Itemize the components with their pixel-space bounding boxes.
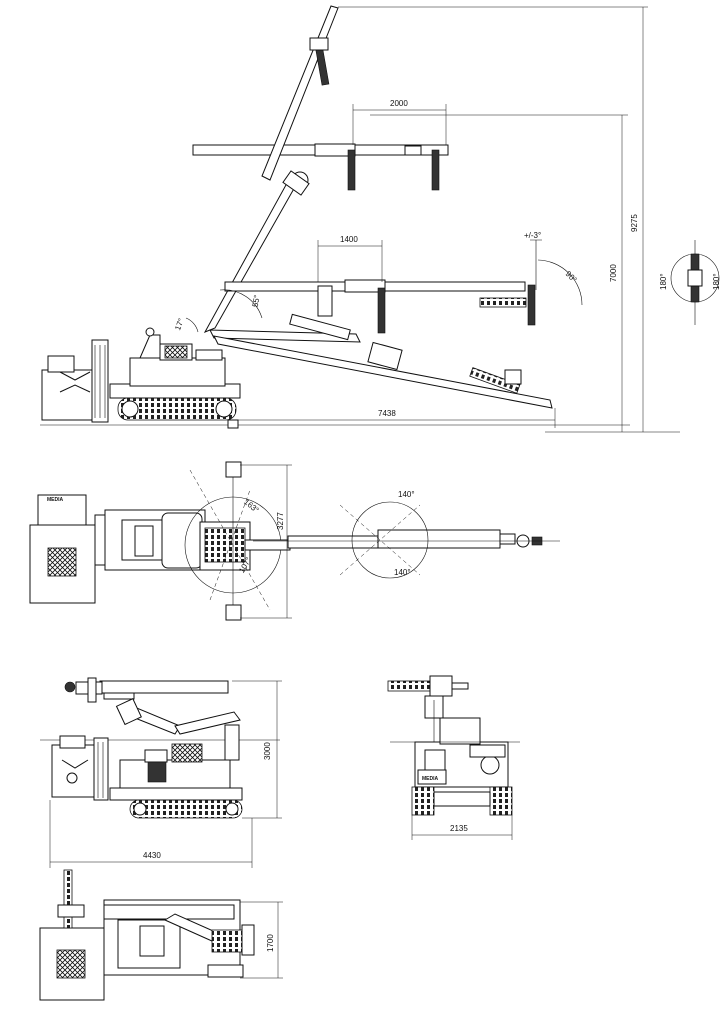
dim-transport-length: 4430 (49, 800, 253, 868)
logo-front-view: MEDIA (422, 776, 439, 782)
angle-head-top-label: 140° (398, 490, 415, 499)
dim-height: 7000 (370, 114, 628, 432)
dim-4430-label: 4430 (143, 851, 161, 860)
dim-3277-label: 3277 (276, 512, 285, 530)
side-view: 55° 17° 90° +/-3° 2000 1400 7438 (40, 5, 680, 433)
dim-extension-lower: 1400 (317, 235, 383, 282)
angle-base-label: 17° (173, 317, 186, 331)
dim-extension-upper: 2000 (352, 99, 447, 145)
dim-3000-label: 3000 (263, 742, 272, 760)
boom-positions (185, 5, 583, 409)
dim-transport-top-width: 1700 (240, 901, 283, 979)
dim-9275-label: 9275 (630, 214, 639, 232)
dim-1400-label: 1400 (340, 235, 358, 244)
top-view: MEDIA 163° 107° 140° 140° (29, 461, 560, 621)
transport-front-view: MEDIA 2135 (387, 675, 520, 840)
power-pack (41, 339, 109, 423)
dim-2135-label: 2135 (450, 824, 468, 833)
angle-slew-label: 163° (242, 497, 260, 515)
transport-top-view: 1700 (39, 869, 283, 1001)
dim-2000-label: 2000 (390, 99, 408, 108)
transport-side-view: 3000 4430 (40, 677, 282, 868)
angle-head-bottom-label: 140° (394, 568, 411, 577)
dim-reach: 7438 (237, 408, 556, 428)
dim-max-height: 9275 (338, 6, 648, 432)
dim-7000-label: 7000 (609, 264, 618, 282)
angle-front-label: 90° (564, 269, 579, 284)
angle-boom-label: 55° (251, 294, 262, 307)
logo-top-view: MEDIA (47, 497, 64, 503)
dim-transport-front-width: 2135 (411, 815, 513, 840)
rotation-right-label: 180° (712, 273, 721, 290)
angle-tilt-label: +/-3° (524, 231, 541, 240)
crawler-track (109, 383, 241, 429)
dim-1700-label: 1700 (266, 934, 275, 952)
carrier-body (129, 327, 226, 387)
dim-7438-label: 7438 (378, 409, 396, 418)
dim-transport-height: 3000 (232, 680, 282, 819)
rotation-left-label: 180° (659, 273, 668, 290)
head-rotation-view: 180° 180° (659, 240, 721, 325)
dim-width-top: 3277 (240, 464, 292, 619)
